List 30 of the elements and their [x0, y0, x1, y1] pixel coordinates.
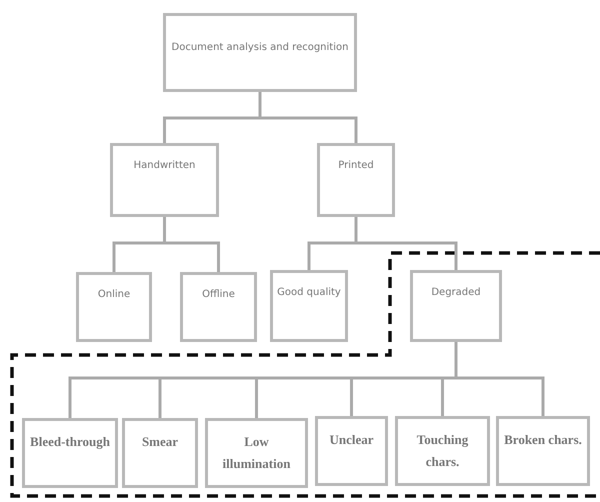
- box-label: Printed: [338, 159, 374, 173]
- box-label: Degraded: [431, 286, 481, 300]
- box-label: Offline: [202, 288, 235, 302]
- box-label: Unclear: [329, 431, 374, 449]
- category-box: [317, 143, 395, 217]
- category-box: [110, 143, 219, 217]
- box-label: Broken chars.: [504, 431, 582, 449]
- category-box: [410, 270, 502, 342]
- box-label: Smear: [142, 433, 178, 451]
- connector-line: [454, 342, 544, 416]
- category-box: [315, 416, 388, 486]
- box-label: Online: [98, 288, 130, 302]
- category-box: [496, 416, 590, 486]
- box-label: Touching chars.: [416, 431, 470, 472]
- category-box: [76, 272, 152, 342]
- category-box: [180, 272, 257, 342]
- box-label: Bleed-through: [30, 433, 110, 451]
- category-box: [270, 270, 348, 342]
- box-label: Document analysis and recognition: [172, 41, 348, 55]
- category-box: [22, 418, 118, 488]
- category-box: [205, 418, 308, 488]
- connector-line: [163, 217, 220, 272]
- category-box: [163, 13, 357, 92]
- box-label: Good quality: [277, 286, 341, 300]
- box-label: Low illumination: [222, 433, 292, 474]
- category-box: [395, 416, 490, 486]
- connector-line: [258, 92, 358, 143]
- connector-line: [354, 217, 458, 270]
- category-box: [122, 418, 198, 488]
- box-label: Handwritten: [134, 159, 196, 173]
